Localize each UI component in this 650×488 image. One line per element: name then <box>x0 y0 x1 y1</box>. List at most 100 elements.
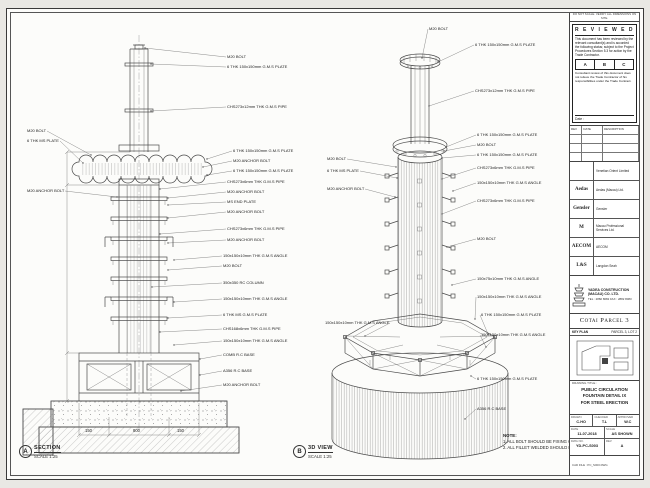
revision-cell: REV <box>570 126 583 134</box>
key-plan-sub: PARCEL 3, LOT 2 <box>611 330 637 334</box>
sheet-top-note: DO NOT SCALE. VERIFY ALL DIMENSIONS ON S… <box>570 13 639 22</box>
annotation-label: 6 THK 150x150mm G.M.S PLATE <box>227 64 288 69</box>
annotation-label: CHS273x6mm THK G.M.S PIPE <box>227 179 285 184</box>
field-value: A <box>620 443 624 448</box>
leader-dot <box>144 47 146 49</box>
consultant-logo: Gensler <box>570 200 594 218</box>
leader-dot <box>199 374 201 376</box>
annotation-label: M20 ANCHOR BOLT <box>223 382 261 387</box>
consultant-row: Venetian Orient Limited <box>570 162 639 181</box>
leader-dot <box>167 204 169 206</box>
leader-line <box>167 265 223 271</box>
consultant-name: Venetian Orient Limited <box>596 168 630 173</box>
annotation-label: CHS273x12mm THK G.M.S PIPE <box>227 104 287 109</box>
annotation-label: M20 BOLT <box>223 263 243 268</box>
notes-title: NOTE: <box>503 433 517 438</box>
leader-line <box>428 90 475 107</box>
consultant-name: Gensler <box>596 206 608 211</box>
revision-cell <box>582 153 604 161</box>
iso-drawing <box>331 28 509 460</box>
leader-dot <box>428 105 430 107</box>
leader-line <box>364 188 396 198</box>
general-notes: NOTE: 1. ALL BOLT SHOULD BE FIXING ON SI… <box>503 433 633 451</box>
section-dimensions <box>51 149 202 438</box>
leader-line <box>202 160 233 168</box>
annotation-label: 150x150x10mm THK G.M.S ANGLE <box>325 320 390 325</box>
leader-line <box>173 340 223 346</box>
leader-dot <box>443 150 445 152</box>
key-plan-map <box>576 340 633 376</box>
iso-view: M20 BOLT 6 THK 150x150mm G.M.S PLATE CHS27… <box>325 21 571 461</box>
review-date-label: Date : <box>575 114 634 121</box>
annotation-label: M20 ANCHOR BOLT <box>227 209 265 214</box>
iso-view-marker: B 3D VIEW SCALE 1:25 <box>293 445 333 459</box>
iso-leader-lines <box>346 28 489 420</box>
note-item: 1. ALL BOLT SHOULD BE FIXING ON SITE. <box>503 439 586 445</box>
leader-line <box>180 384 223 392</box>
field-value: 11-07-2018 <box>577 431 597 436</box>
leader-dot <box>441 157 443 159</box>
leader-dot <box>394 196 396 198</box>
annotation-label: 6 THK 150x150mm G.M.S PLATE <box>233 148 294 153</box>
annotation-label: M20 ANCHOR BOLT <box>227 189 265 194</box>
leader-dot <box>206 174 208 176</box>
field-value: W.C <box>624 419 632 424</box>
field-label: APPROVED <box>617 415 634 419</box>
annotation-label: 6 THK 150x150mm G.M.S PLATE <box>481 312 542 317</box>
drawing-title-line-1: PUBLIC CIRCULATION <box>581 386 628 392</box>
revision-cell <box>570 144 583 152</box>
leader-dot <box>437 61 439 63</box>
leader-line <box>150 106 227 112</box>
leader-dot <box>90 154 92 156</box>
annotation-label: M20 BOLT <box>477 142 497 147</box>
review-status-option: C <box>622 61 626 67</box>
leader-line <box>359 170 398 179</box>
annotation-label: 350x350 RC COLUMN <box>223 280 264 285</box>
leader-dot <box>173 301 175 303</box>
key-plan-label: KEY PLAN <box>572 330 589 334</box>
view-title-b: 3D VIEW <box>308 445 333 453</box>
leader-dot <box>487 333 489 335</box>
annotation-label: 6 THK 150x150mm G.M.S PLATE <box>477 376 538 381</box>
field-value: AS SHOWN <box>611 431 633 436</box>
consultant-name: Macau Professional Services Ltd. <box>596 223 624 232</box>
annotation-label: CHS273x12mm THK G.M.S PIPE <box>475 88 535 93</box>
leader-line <box>421 28 429 59</box>
section-geometry <box>22 35 240 456</box>
revision-cell: DESCRIPTION <box>603 126 639 134</box>
leader-dot <box>180 390 182 392</box>
leader-line <box>46 130 92 156</box>
leader-dot <box>173 259 175 261</box>
annotation-label: 150x150x10mm THK G.M.S ANGLE <box>477 180 542 185</box>
leader-dot <box>396 177 398 179</box>
annotation-label: 150x150x10mm THK G.M.S ANGLE <box>223 296 288 301</box>
field-label: REV <box>606 439 612 443</box>
consultant-name: Aedas (Macau) Ltd. <box>596 187 624 192</box>
consultant-logo <box>570 162 594 180</box>
annotation-label: 150x150x10mm THK G.M.S ANGLE <box>223 253 288 258</box>
leader-dot <box>167 317 169 319</box>
consultant-logo: AECOM <box>570 238 594 256</box>
leader-dot <box>159 331 161 333</box>
annotation-label: 6 THK 150x150mm G.M.S PLATE <box>477 152 538 157</box>
leader-line <box>199 354 223 360</box>
iso-base-cylinder <box>331 352 509 460</box>
review-stamp-body: This document has been reviewed by the r… <box>575 36 634 58</box>
annotation-label: M20 ANCHOR BOLT <box>27 188 65 193</box>
leader-line <box>206 170 233 176</box>
drawing-title-label: DRAWING TITLE : <box>572 381 598 385</box>
leader-line <box>474 296 477 320</box>
leader-dot <box>151 286 153 288</box>
annotation-label: M20 BOLT <box>27 128 47 133</box>
annotation-label: M20 ANCHOR BOLT <box>227 237 265 242</box>
drawing-title-block: DRAWING TITLE : PUBLIC CIRCULATION FOUNT… <box>570 381 639 415</box>
revision-cell <box>603 144 639 152</box>
field-label: SCALE <box>606 427 616 431</box>
leader-dot <box>441 213 443 215</box>
